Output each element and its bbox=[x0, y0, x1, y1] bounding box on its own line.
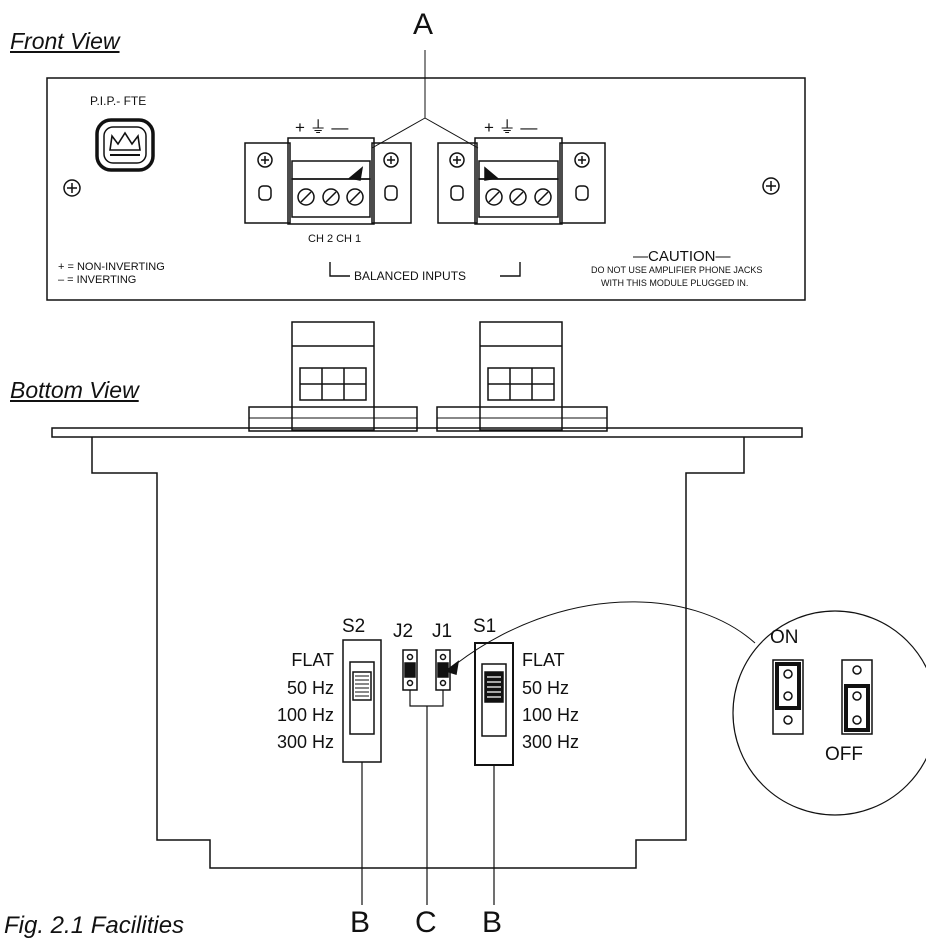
front-connector-right bbox=[437, 137, 606, 225]
jumper-icon bbox=[402, 649, 418, 691]
caution-line-1: DO NOT USE AMPLIFIER PHONE JACKS bbox=[591, 265, 763, 275]
jumper-on-detail bbox=[772, 659, 804, 735]
crown-logo-icon bbox=[95, 118, 155, 172]
jumper-off-detail bbox=[841, 659, 873, 735]
s1-option-flat: FLAT bbox=[522, 650, 565, 670]
front-connector-left bbox=[244, 137, 412, 225]
s1-option-300hz: 300 Hz bbox=[522, 732, 580, 752]
legend-inverting: – = INVERTING bbox=[58, 274, 137, 286]
screw-icon bbox=[762, 177, 780, 195]
jumper-off-label: OFF bbox=[825, 744, 863, 765]
polarity-label-right: + ⏚ — bbox=[484, 118, 538, 137]
bottom-plug-left bbox=[248, 321, 418, 432]
switch-s1 bbox=[474, 642, 514, 766]
s2-option-100hz: 100 Hz bbox=[276, 705, 334, 725]
callout-c: C bbox=[415, 906, 437, 939]
front-view-title: Front View bbox=[10, 28, 120, 54]
module-body bbox=[91, 437, 745, 869]
channel-labels: CH 2 CH 1 bbox=[308, 233, 362, 245]
switch-s2-label: S2 bbox=[342, 616, 366, 637]
bottom-view-title: Bottom View bbox=[10, 377, 139, 403]
jumper-j2-label: J2 bbox=[393, 621, 414, 642]
s1-option-50hz: 50 Hz bbox=[522, 678, 570, 698]
callout-b-right: B bbox=[482, 906, 503, 939]
s2-option-300hz: 300 Hz bbox=[276, 732, 334, 752]
switch-s2 bbox=[342, 639, 382, 763]
balanced-inputs-label: BALANCED INPUTS bbox=[354, 269, 467, 283]
front-panel bbox=[46, 77, 806, 301]
s2-option-50hz: 50 Hz bbox=[286, 678, 334, 698]
bottom-plug-right bbox=[436, 321, 608, 432]
legend-non-inverting: + = NON-INVERTING bbox=[58, 261, 165, 273]
base-plate bbox=[51, 427, 803, 438]
s2-option-flat: FLAT bbox=[291, 650, 334, 670]
product-label: P.I.P.- FTE bbox=[90, 94, 147, 108]
screw-icon bbox=[63, 179, 81, 197]
s1-option-100hz: 100 Hz bbox=[522, 705, 580, 725]
polarity-label-left: + ⏚ — bbox=[295, 118, 349, 137]
caution-line-2: WITH THIS MODULE PLUGGED IN. bbox=[601, 278, 749, 288]
callout-b-left: B bbox=[350, 906, 371, 939]
switch-s1-label: S1 bbox=[473, 616, 497, 637]
jumper-j1-label: J1 bbox=[432, 621, 453, 642]
figure-caption: Fig. 2.1 Facilities bbox=[4, 912, 185, 939]
caution-title: —CAUTION— bbox=[633, 248, 731, 265]
callout-a: A bbox=[413, 8, 434, 41]
jumper-on-label: ON bbox=[770, 627, 799, 648]
jumper-detail-magnifier bbox=[732, 610, 926, 816]
